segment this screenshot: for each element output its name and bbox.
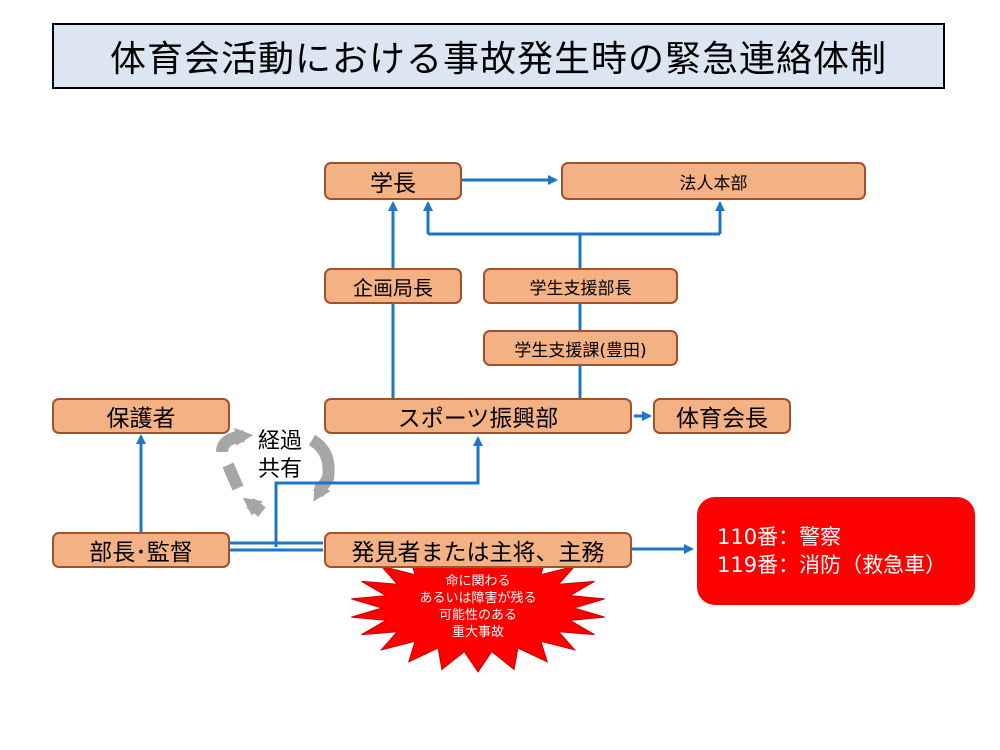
node-athletic-association-president: 体育会長 (653, 398, 791, 434)
node-sports-promotion: スポーツ振興部 (324, 398, 632, 434)
node-guardians: 保護者 (52, 398, 230, 434)
node-student-support-section: 学生支援課(豊田) (483, 330, 678, 366)
serious-accident-burst-shape (351, 543, 605, 673)
node-discoverer: 発見者または主将、主務 (324, 532, 632, 568)
share-label-line: 共有 (257, 457, 302, 482)
page-title: 体育会活動における事故発生時の緊急連絡体制 (52, 23, 945, 89)
burst-line: あるいは障害が残る (419, 591, 537, 606)
arrow-to-sports-promotion (274, 436, 483, 547)
burst-line: 命に関わる (445, 574, 511, 589)
node-planning-director: 企画局長 (324, 268, 462, 304)
node-corporate-hq: 法人本部 (561, 162, 866, 200)
emergency-call-box: 110番：警察 119番：消防（救急車） (697, 497, 975, 605)
burst-line: 可能性のある (438, 608, 517, 623)
share-cycle-icon (216, 427, 335, 517)
share-progress-label: 経過 共有 (250, 428, 310, 484)
node-president: 学長 (324, 162, 462, 200)
serious-accident-burst: 命に関わる あるいは障害が残る 可能性のある 重大事故 (390, 573, 566, 641)
node-student-support-director: 学生支援部長 (483, 268, 678, 304)
emergency-police: 110番：警察 (717, 525, 842, 549)
node-club-head-coach: 部長･監督 (52, 532, 230, 568)
emergency-fire: 119番：消防（救急車） (717, 553, 947, 577)
share-label-line: 経過 (257, 429, 302, 454)
burst-line: 重大事故 (451, 625, 504, 640)
